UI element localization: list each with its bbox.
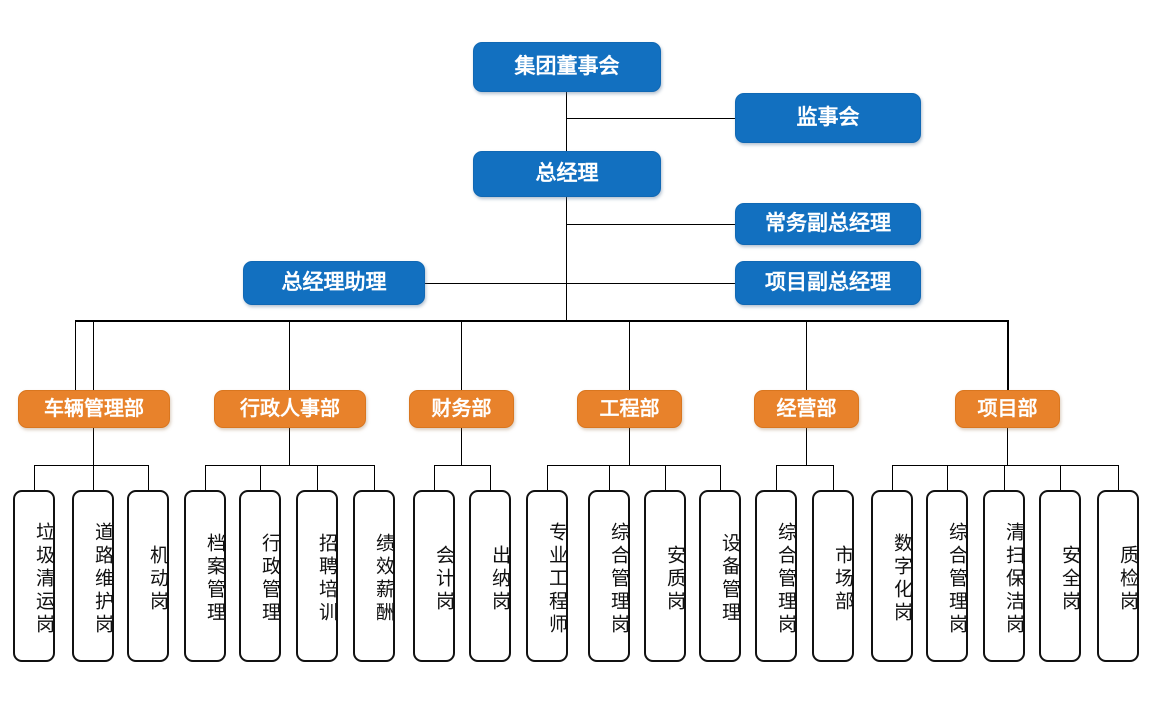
line-dept4-stub-1 <box>833 465 834 490</box>
node-position-quality-inspection[interactable]: 质检岗 <box>1097 490 1139 662</box>
line-dept2-stub-0 <box>434 465 435 490</box>
line-bus-to-dept-1 <box>289 320 290 390</box>
node-department-vehicle[interactable]: 车辆管理部 <box>18 390 170 428</box>
line-dept3-bar <box>547 465 721 466</box>
node-position-marketing[interactable]: 市场部 <box>812 490 854 662</box>
node-position-accounting[interactable]: 会计岗 <box>413 490 455 662</box>
node-position-admin-management[interactable]: 行政管理 <box>239 490 281 662</box>
line-dept0-stub-2 <box>148 465 149 490</box>
node-position-safety-quality[interactable]: 安质岗 <box>644 490 686 662</box>
line-dept1-bar <box>205 465 375 466</box>
line-board-to-gm <box>566 92 567 152</box>
line-to-project-deputy-gm <box>566 283 736 284</box>
node-position-professional-engineer[interactable]: 专业工程师 <box>526 490 568 662</box>
line-dept5-stub-2 <box>1004 465 1005 490</box>
node-executive-deputy-gm[interactable]: 常务副总经理 <box>735 203 921 245</box>
line-dept5-drop <box>1007 428 1008 465</box>
node-position-proj-general-management[interactable]: 综合管理岗 <box>926 490 968 662</box>
node-position-recruitment-training[interactable]: 招聘培训 <box>296 490 338 662</box>
node-department-operations[interactable]: 经营部 <box>754 390 859 428</box>
line-dept2-stub-1 <box>490 465 491 490</box>
line-bus-to-dept-2 <box>461 320 462 390</box>
line-bus-right-cap <box>1008 320 1009 390</box>
department-bus-line <box>75 320 1009 322</box>
line-dept5-stub-1 <box>947 465 948 490</box>
node-position-road-maintenance[interactable]: 道路维护岗 <box>72 490 114 662</box>
node-board[interactable]: 集团董事会 <box>473 42 661 92</box>
line-to-supervisory-board <box>566 118 736 119</box>
line-dept0-drop <box>93 428 94 465</box>
line-dept4-drop <box>806 428 807 465</box>
node-position-safety[interactable]: 安全岗 <box>1039 490 1081 662</box>
node-position-ops-general-management[interactable]: 综合管理岗 <box>755 490 797 662</box>
line-dept5-stub-3 <box>1060 465 1061 490</box>
line-dept3-stub-1 <box>609 465 610 490</box>
line-bus-to-dept-0 <box>93 320 94 390</box>
line-to-gm-assistant <box>425 283 566 284</box>
line-dept0-bar <box>34 465 149 466</box>
line-bus-left-cap <box>75 320 76 390</box>
line-dept0-stub-1 <box>93 465 94 490</box>
node-position-performance-salary[interactable]: 绩效薪酬 <box>353 490 395 662</box>
node-position-records-management[interactable]: 档案管理 <box>184 490 226 662</box>
line-dept1-stub-2 <box>317 465 318 490</box>
line-bus-to-dept-4 <box>806 320 807 390</box>
node-position-waste-transport[interactable]: 垃圾清运岗 <box>13 490 55 662</box>
line-dept3-stub-0 <box>547 465 548 490</box>
node-department-finance[interactable]: 财务部 <box>409 390 514 428</box>
line-to-executive-deputy-gm <box>566 224 736 225</box>
line-dept5-stub-4 <box>1118 465 1119 490</box>
line-dept0-stub-0 <box>34 465 35 490</box>
node-department-hr[interactable]: 行政人事部 <box>214 390 366 428</box>
line-dept3-stub-3 <box>720 465 721 490</box>
node-position-equipment-management[interactable]: 设备管理 <box>699 490 741 662</box>
line-bus-to-dept-5 <box>1007 320 1008 390</box>
node-position-cleaning[interactable]: 清扫保洁岗 <box>983 490 1025 662</box>
node-department-engineering[interactable]: 工程部 <box>577 390 682 428</box>
node-position-digitalization[interactable]: 数字化岗 <box>871 490 913 662</box>
line-dept4-bar <box>776 465 834 466</box>
line-dept1-stub-0 <box>205 465 206 490</box>
line-bus-to-dept-3 <box>629 320 630 390</box>
node-position-eng-general-management[interactable]: 综合管理岗 <box>588 490 630 662</box>
line-dept3-drop <box>629 428 630 465</box>
line-dept2-drop <box>461 428 462 465</box>
node-position-mobile-duty[interactable]: 机动岗 <box>127 490 169 662</box>
line-dept3-stub-2 <box>665 465 666 490</box>
node-general-manager[interactable]: 总经理 <box>473 151 661 197</box>
node-position-cashier[interactable]: 出纳岗 <box>469 490 511 662</box>
node-project-deputy-gm[interactable]: 项目副总经理 <box>735 261 921 305</box>
line-dept5-stub-0 <box>892 465 893 490</box>
node-supervisory-board[interactable]: 监事会 <box>735 93 921 143</box>
line-dept4-stub-0 <box>776 465 777 490</box>
line-dept5-bar <box>892 465 1119 466</box>
node-department-project[interactable]: 项目部 <box>955 390 1060 428</box>
line-dept1-stub-3 <box>374 465 375 490</box>
node-gm-assistant[interactable]: 总经理助理 <box>243 261 425 305</box>
line-dept1-drop <box>289 428 290 465</box>
line-dept2-bar <box>434 465 491 466</box>
line-dept1-stub-1 <box>260 465 261 490</box>
line-gm-to-bus <box>566 197 567 321</box>
